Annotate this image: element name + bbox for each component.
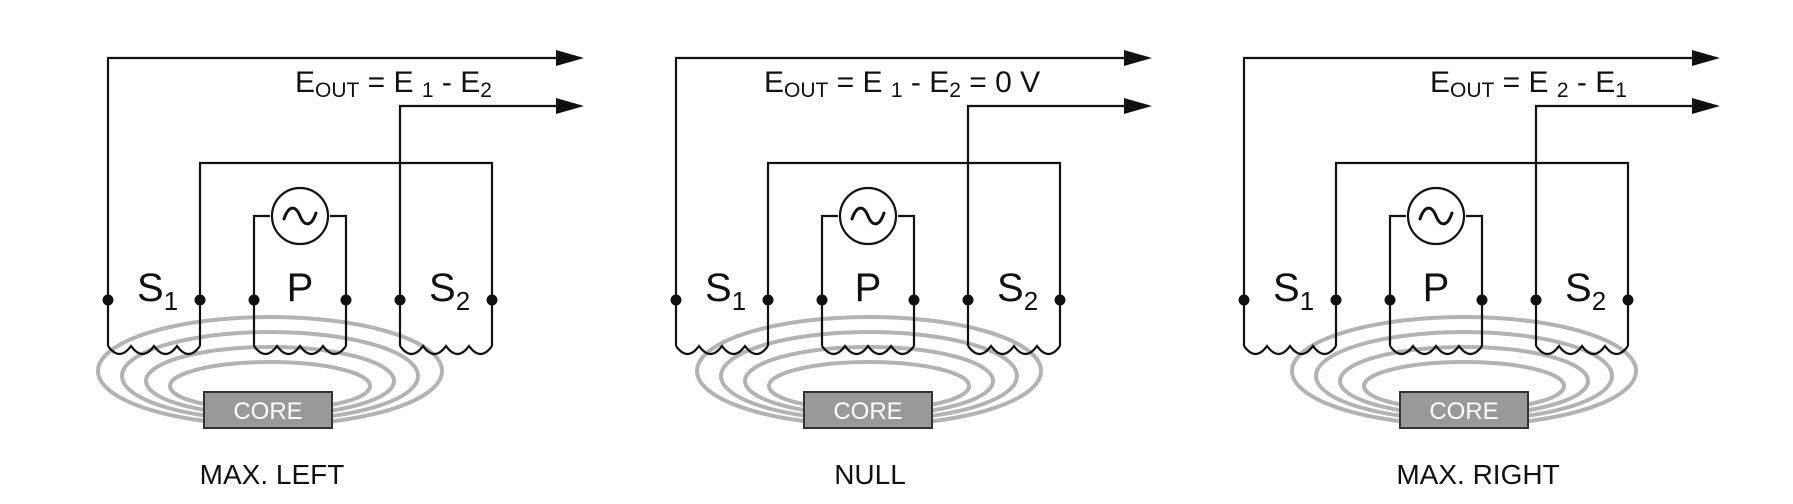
terminals xyxy=(102,294,498,306)
panel-caption: MAX. LEFT xyxy=(200,459,345,490)
core-label: CORE xyxy=(833,398,902,425)
output-wire-bottom xyxy=(966,104,1128,346)
sine-wave-icon xyxy=(850,206,886,226)
output-wire-top xyxy=(1242,56,1696,346)
panel-null: CORE S1 P S2 xyxy=(670,50,1152,490)
output-wire-top xyxy=(106,56,560,346)
output-arrow-top xyxy=(1124,50,1152,66)
ac-source xyxy=(838,186,898,246)
core: CORE xyxy=(803,391,933,429)
output-wire-top xyxy=(674,56,1128,346)
coil-s1-label: S1 xyxy=(1273,266,1314,316)
series-link-wire xyxy=(766,161,1062,346)
primary-wire-right xyxy=(1466,214,1484,346)
output-equation: EOUT = E 2 - E1 xyxy=(1430,66,1627,102)
output-arrow-bottom xyxy=(1124,98,1152,114)
output-arrow-bottom xyxy=(556,98,584,114)
primary-wire-left xyxy=(820,214,838,346)
coil-s1-label: S1 xyxy=(137,266,178,316)
output-arrow-top xyxy=(1692,50,1720,66)
coil-s1-label: S1 xyxy=(705,266,746,316)
panel-caption: MAX. RIGHT xyxy=(1396,459,1559,490)
core: CORE xyxy=(203,391,333,429)
output-arrow-bottom xyxy=(1692,98,1720,114)
coil-p-label: P xyxy=(855,266,882,310)
panel-max-left: CORE S1 xyxy=(96,50,584,490)
core-label: CORE xyxy=(1429,398,1498,425)
series-link-wire xyxy=(1334,161,1630,346)
series-link-wire xyxy=(198,161,494,346)
core-label: CORE xyxy=(233,398,302,425)
output-wire-bottom xyxy=(398,104,560,346)
primary-wire-right xyxy=(330,214,348,346)
output-wire-bottom xyxy=(1534,104,1696,346)
output-arrow-top xyxy=(556,50,584,66)
primary-wire-left xyxy=(1388,214,1406,346)
coil-p-label: P xyxy=(287,266,314,310)
panel-max-right: CORE S1 P S2 xyxy=(1238,50,1720,490)
primary-wire-right xyxy=(898,214,916,346)
coil-s2-label: S2 xyxy=(997,266,1038,316)
coil-p-label: P xyxy=(1423,266,1450,310)
ac-source xyxy=(270,186,330,246)
panel-caption: NULL xyxy=(834,459,906,490)
terminals xyxy=(670,294,1066,306)
coil-s1-winding xyxy=(1242,344,1338,356)
output-equation: EOUT = E 1 - E2 xyxy=(295,66,492,102)
sine-wave-icon xyxy=(1418,206,1454,226)
sine-wave-icon xyxy=(282,206,318,226)
output-equation: EOUT = E 1 - E2 = 0 V xyxy=(764,66,1040,102)
primary-wire-left xyxy=(252,214,270,346)
core: CORE xyxy=(1399,391,1529,429)
ac-source xyxy=(1406,186,1466,246)
terminals xyxy=(1238,294,1634,306)
coil-s2-label: S2 xyxy=(429,266,470,316)
coil-s2-winding xyxy=(398,344,494,356)
coil-s2-label: S2 xyxy=(1565,266,1606,316)
